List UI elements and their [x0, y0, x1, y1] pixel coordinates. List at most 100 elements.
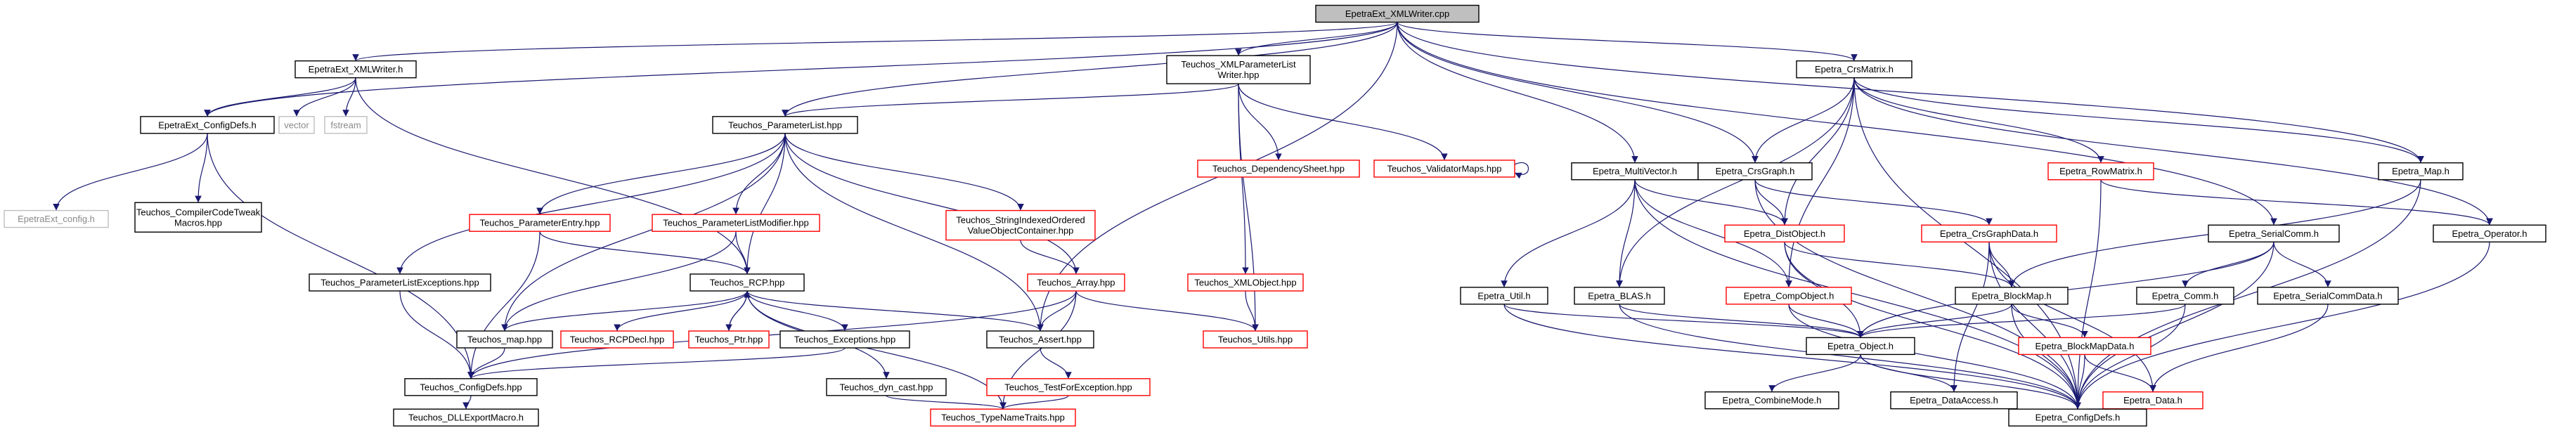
node-box-rcpdecl [560, 330, 674, 349]
edge-parameterlist-to-parameterentry [536, 133, 786, 215]
node-crsgraph[interactable]: Epetra_CrsGraph.h [1697, 162, 1813, 181]
node-label-compobject: Epetra_CompObject.h [1744, 290, 1834, 301]
node-paramlistmodifier[interactable]: Teuchos_ParameterListModifier.hpp [652, 214, 820, 232]
node-dependencysheet[interactable]: Teuchos_DependencySheet.hpp [1197, 160, 1360, 178]
node-blas[interactable]: Epetra_BLAS.h [1574, 287, 1665, 305]
node-box-xmlwriter_h [295, 60, 417, 79]
node-assert[interactable]: Teuchos_Assert.hpp [986, 330, 1094, 349]
edge-parameterlist-to-array [784, 133, 1080, 274]
node-array[interactable]: Teuchos_Array.hpp [1027, 273, 1125, 292]
edge-multivector-to-util [1501, 179, 1636, 287]
node-rcpdecl[interactable]: Teuchos_RCPDecl.hpp [560, 330, 674, 349]
node-label-xmlparamlistwriter-line-1: Teuchos_XMLParameterList [1181, 59, 1296, 70]
node-box-distobject [1724, 224, 1845, 242]
node-map_hpp[interactable]: Teuchos_map.hpp [456, 330, 553, 349]
node-label-xmlparamlistwriter-line-2: Writer.hpp [1217, 70, 1259, 80]
node-epetra_configdefs[interactable]: Epetra_ConfigDefs.h [2008, 408, 2147, 427]
edge-array-to-utils [1075, 290, 1259, 332]
node-label-testforexception: Teuchos_TestForException.hpp [1004, 382, 1132, 392]
node-exceptions[interactable]: Teuchos_Exceptions.hpp [779, 330, 910, 349]
node-box-assert [986, 330, 1094, 349]
edge-crsmatrix-to-distobject [1781, 77, 1855, 226]
edge-blockmap-to-blockmapdata [2011, 304, 2088, 338]
edge-distobject-to-epetra_configdefs [1784, 242, 2081, 410]
node-paramlistexceptions[interactable]: Teuchos_ParameterListExceptions.hpp [309, 273, 491, 292]
edge-parameterlist-to-map_hpp [501, 133, 786, 332]
node-data[interactable]: Epetra_Data.h [2102, 391, 2203, 410]
node-dyn_cast[interactable]: Teuchos_dyn_cast.hpp [826, 378, 947, 396]
node-multivector[interactable]: Epetra_MultiVector.h [1571, 162, 1699, 181]
edge-epetraext_configdefs-to-epetraext_config [53, 133, 208, 211]
node-map_h[interactable]: Epetra_Map.h [2378, 162, 2464, 181]
node-blockmap[interactable]: Epetra_BlockMap.h [1955, 287, 2069, 305]
edge-root-to-map_h [1397, 22, 2424, 163]
node-label-util: Epetra_Util.h [1477, 290, 1530, 301]
node-crsgraphdata[interactable]: Epetra_CrsGraphData.h [1921, 224, 2057, 242]
edge-parameterlist-to-assert [784, 133, 1044, 332]
node-box-array [1027, 273, 1125, 292]
node-util[interactable]: Epetra_Util.h [1460, 287, 1548, 305]
node-label-blockmapdata: Epetra_BlockMapData.h [2035, 341, 2135, 351]
node-dataaccess[interactable]: Epetra_DataAccess.h [1890, 391, 2018, 410]
node-label-parameterentry: Teuchos_ParameterEntry.hpp [479, 218, 600, 228]
node-parameterlist[interactable]: Teuchos_ParameterList.hpp [712, 116, 858, 134]
node-label-typenametraits: Teuchos_TypeNameTraits.hpp [941, 413, 1065, 423]
node-root[interactable]: EpetraExt_XMLWriter.cpp [1315, 4, 1480, 23]
node-dllexport[interactable]: Teuchos_DLLExportMacro.h [393, 408, 539, 427]
edge-serialcomm-to-epetra_configdefs [2074, 242, 2274, 410]
node-label-stringindexed-line-2: ValueObjectContainer.hpp [968, 226, 1074, 236]
node-serialcommdata[interactable]: Epetra_SerialCommData.h [2257, 287, 2399, 305]
node-compobject[interactable]: Epetra_CompObject.h [1726, 287, 1852, 305]
node-box-xmlobject [1187, 273, 1304, 292]
edge-teuchos_configdefs-to-dllexport [462, 395, 472, 410]
node-box-paramlistexceptions [309, 273, 491, 292]
edge-rcp-to-assert [746, 290, 1044, 332]
edge-parameterlist-to-stringindexed [784, 133, 1024, 211]
nodes-layer: EpetraExt_XMLWriter.cppEpetraExt_XMLWrit… [4, 4, 2546, 427]
node-box-compilercodetweak [134, 202, 262, 233]
node-validatormaps[interactable]: Teuchos_ValidatorMaps.hpp [1373, 160, 1515, 178]
node-combinemode[interactable]: Epetra_CombineMode.h [1704, 391, 1839, 410]
node-crsmatrix[interactable]: Epetra_CrsMatrix.h [1796, 60, 1912, 79]
node-xmlwriter_h[interactable]: EpetraExt_XMLWriter.h [295, 60, 417, 79]
node-blockmapdata[interactable]: Epetra_BlockMapData.h [2018, 337, 2151, 356]
edge-parameterlist-to-rcp [744, 133, 786, 274]
node-label-combinemode: Epetra_CombineMode.h [1723, 395, 1822, 405]
edge-xmlwriter_h-to-fstream [342, 77, 356, 117]
node-distobject[interactable]: Epetra_DistObject.h [1724, 224, 1845, 242]
node-teuchos_configdefs[interactable]: Teuchos_ConfigDefs.hpp [404, 378, 538, 396]
edge-blockmap-to-object [1857, 304, 2012, 338]
node-serialcomm[interactable]: Epetra_SerialComm.h [2208, 224, 2340, 242]
edge-parameterlist-to-paramlistexceptions [396, 133, 786, 274]
edge-root-to-multivector [1397, 22, 1638, 163]
edge-xmlparamlistwriter-to-xmlobject [1238, 84, 1249, 274]
node-label-epetraext_configdefs: EpetraExt_ConfigDefs.h [158, 119, 256, 130]
node-xmlobject[interactable]: Teuchos_XMLObject.hpp [1187, 273, 1304, 292]
node-operator[interactable]: Epetra_Operator.h [2433, 224, 2546, 242]
node-object[interactable]: Epetra_Object.h [1806, 337, 1915, 356]
node-utils[interactable]: Teuchos_Utils.hpp [1203, 330, 1308, 349]
node-box-map_hpp [456, 330, 553, 349]
node-epetraext_configdefs[interactable]: EpetraExt_ConfigDefs.h [140, 116, 275, 134]
edge-paramlistmodifier-to-map_hpp [501, 231, 737, 332]
node-rowmatrix[interactable]: Epetra_RowMatrix.h [2047, 162, 2154, 181]
node-testforexception[interactable]: Teuchos_TestForException.hpp [986, 378, 1151, 396]
node-label-paramlistexceptions: Teuchos_ParameterListExceptions.hpp [321, 277, 479, 287]
edge-operator-to-epetra_configdefs [2074, 242, 2490, 410]
node-parameterentry[interactable]: Teuchos_ParameterEntry.hpp [469, 214, 611, 232]
node-comm[interactable]: Epetra_Comm.h [2136, 287, 2234, 305]
edge-crsgraphdata-to-data [1988, 242, 2156, 392]
node-stringindexed[interactable]: Teuchos_StringIndexedOrderedValueObjectC… [945, 209, 1096, 241]
edge-xmlobject-to-utils [1245, 290, 1259, 332]
node-typenametraits[interactable]: Teuchos_TypeNameTraits.hpp [930, 408, 1076, 427]
edge-multivector-to-epetra_configdefs [1634, 179, 2081, 410]
node-ptr[interactable]: Teuchos_Ptr.hpp [688, 330, 770, 349]
edge-stringindexed-to-array [1020, 240, 1080, 275]
node-box-comm [2136, 287, 2234, 305]
edge-multivector-to-blas [1616, 179, 1636, 287]
node-rcp[interactable]: Teuchos_RCP.hpp [690, 273, 805, 292]
node-box-xmlparamlistwriter [1166, 55, 1311, 84]
node-box-typenametraits [930, 408, 1076, 427]
